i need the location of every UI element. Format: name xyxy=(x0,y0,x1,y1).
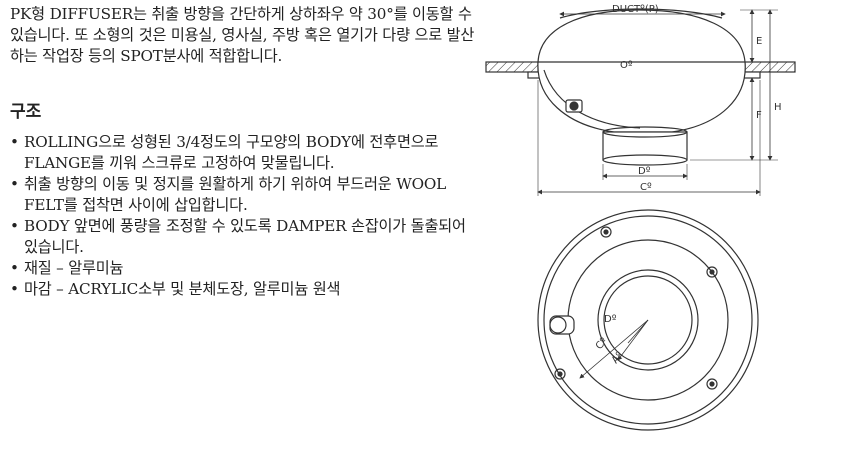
label-f: F xyxy=(756,110,762,121)
plan-labels: Dº Cº Aº xyxy=(594,314,626,366)
ball-body xyxy=(537,9,746,133)
bullet: • xyxy=(10,280,19,298)
damper-knob-side xyxy=(565,99,583,113)
plan-view xyxy=(537,209,759,431)
screw-hole xyxy=(554,368,566,380)
label-duct: DUCTº(P) xyxy=(612,4,659,15)
intro-paragraph: PK형 DIFFUSER는 취출 방향을 간단하게 상하좌우 약 30°를 이동… xyxy=(10,5,475,65)
list-item: •취출 방향의 이동 및 정지를 원활하게 하기 위하여 부드러운 WOOL F… xyxy=(10,175,446,214)
label-c: Cº xyxy=(640,182,652,193)
bullet: • xyxy=(10,217,19,235)
screw-hole xyxy=(706,378,718,390)
list-item: •마감 – ACRYLIC소부 및 분체도장, 알루미늄 원색 xyxy=(10,280,341,298)
screw-hole xyxy=(600,226,612,238)
bullet: • xyxy=(10,133,19,151)
section-heading: 구조 xyxy=(10,102,42,122)
section-view xyxy=(485,8,796,196)
ceiling-left xyxy=(485,61,539,73)
label-h: H xyxy=(774,102,782,113)
text-column: PK형 DIFFUSER는 취출 방향을 간단하게 상하좌우 약 30°를 이동… xyxy=(10,4,480,300)
screw-hole xyxy=(706,266,718,278)
section-labels: DUCTº(P) Oº E F H Dº Cº xyxy=(612,4,782,193)
label-o: Oº xyxy=(620,60,633,71)
bullet: • xyxy=(10,259,19,277)
list-item: •ROLLING으로 성형된 3/4정도의 구모양의 BODY에 전후면으로 F… xyxy=(10,133,439,172)
feature-list: •ROLLING으로 성형된 3/4정도의 구모양의 BODY에 전후면으로 F… xyxy=(10,132,480,300)
label-d: Dº xyxy=(638,166,651,177)
bullet: • xyxy=(10,175,19,193)
list-item: •재질 – 알루미늄 xyxy=(10,259,124,277)
label-e: E xyxy=(756,36,762,47)
label-plan-d: Dº xyxy=(604,314,617,325)
list-item: •BODY 앞면에 풍량을 조정할 수 있도록 DAMPER 손잡이가 돌출되어… xyxy=(10,217,466,256)
damper-knob-plan xyxy=(549,315,575,335)
